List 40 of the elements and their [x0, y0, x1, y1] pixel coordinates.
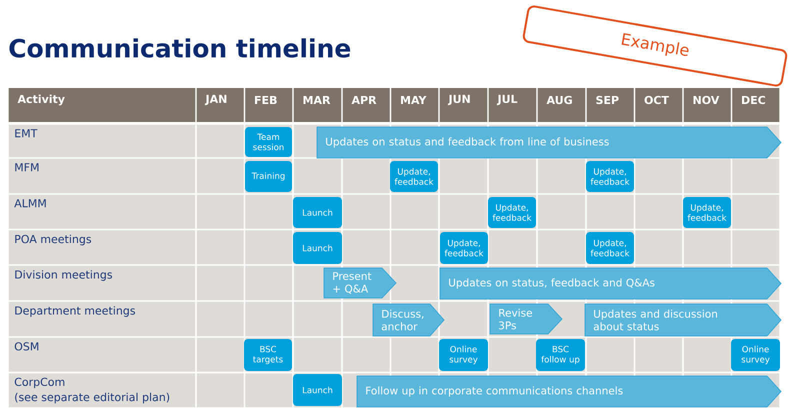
event-box: Team session: [245, 127, 292, 157]
row-label: POA meetings: [15, 234, 92, 246]
row-label: OSM: [14, 342, 38, 351]
timeline-bar: Follow up in corporate communications channels: [356, 376, 782, 408]
title: Communication timeline: [9, 38, 350, 58]
event-box: Launch: [293, 197, 342, 228]
event-box: Launch: [293, 232, 342, 264]
event-box: Update, feedback: [586, 161, 634, 192]
event-box: Online survey: [439, 339, 488, 371]
header-cell: OCT: [635, 88, 682, 122]
event-box: Training: [245, 161, 292, 192]
header-cell: APR: [342, 88, 390, 122]
header-cell: NOV: [684, 88, 731, 122]
header-cell: JUL: [488, 88, 536, 122]
event-box: Update, feedback: [390, 161, 438, 192]
row-label: CorpCom: [14, 378, 64, 388]
event-box: Update, feedback: [440, 232, 488, 264]
header-cell: MAY: [391, 88, 438, 122]
header-cell: FEB: [245, 88, 292, 122]
event-box: Launch: [293, 374, 342, 406]
header-cell: MAR: [294, 88, 342, 122]
row-label: MFM: [15, 163, 38, 172]
event-box: Update, feedback: [683, 197, 731, 228]
header-cell: JUN: [440, 88, 488, 122]
row-label: Department meetings: [15, 306, 136, 317]
example-stamp: Example: [522, 5, 788, 87]
event-box: Update, feedback: [488, 197, 536, 228]
header-cell: AUG: [538, 88, 586, 122]
header-cell: DEC: [732, 88, 780, 122]
header-cell: JAN: [196, 88, 244, 122]
row-label: EMT: [15, 129, 38, 138]
event-box: BSC follow up: [536, 339, 585, 371]
event-box: Online survey: [731, 339, 780, 371]
row-label: (see separate editorial plan): [15, 392, 170, 404]
timeline-bar: Updates on status and feedback from line of business: [316, 126, 782, 158]
event-box: Update, feedback: [586, 232, 634, 264]
row-label: ALMM: [14, 199, 46, 208]
row-label: Division meetings: [15, 270, 112, 281]
header-cell: SEP: [586, 88, 634, 122]
event-box: BSC targets: [244, 339, 292, 371]
